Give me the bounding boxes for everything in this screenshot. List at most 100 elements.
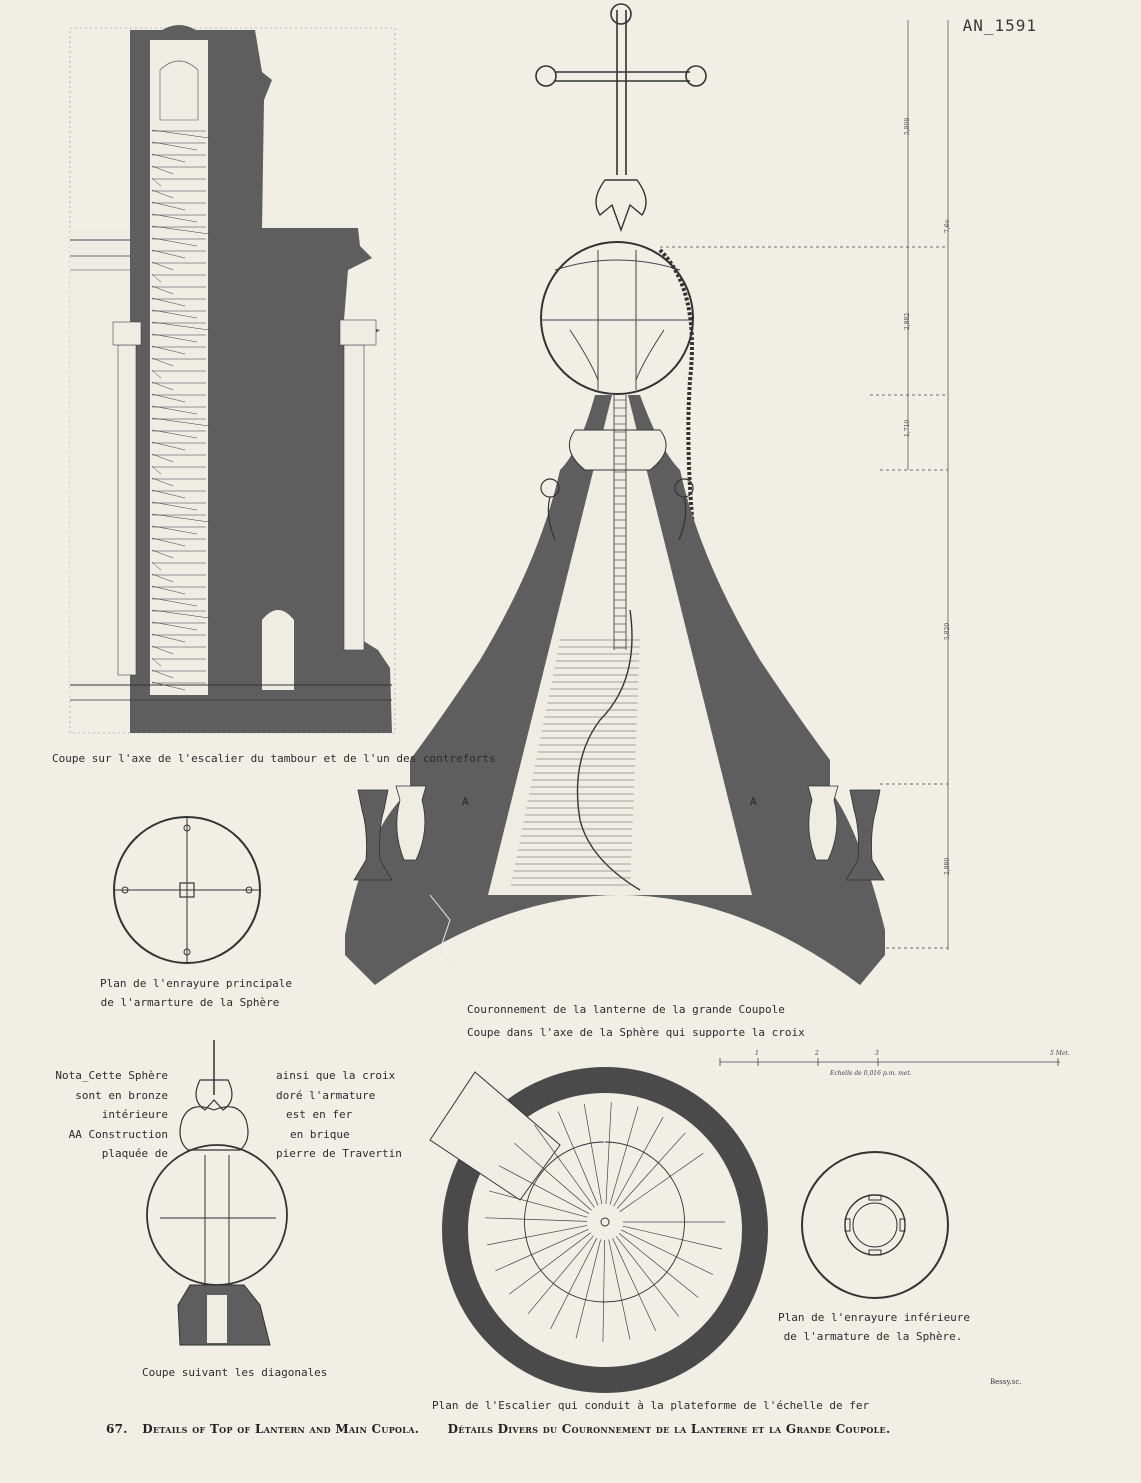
drawing-stroke xyxy=(615,1235,680,1317)
drawing-stroke xyxy=(151,417,210,427)
drawing-stroke xyxy=(151,165,174,175)
drawing-stroke xyxy=(613,1116,664,1207)
drawing-stroke xyxy=(151,501,198,511)
drawing-stroke xyxy=(616,1132,686,1209)
label-drum-stair-section: Coupe sur l'axe de l'escalier du tambour… xyxy=(52,752,496,765)
dimension-label: 5,820 xyxy=(944,622,951,640)
drum-stair-section xyxy=(69,25,396,734)
drawing-stroke xyxy=(622,1225,723,1250)
label-stair-plan: Plan de l'Escalier qui conduit à la plat… xyxy=(432,1399,870,1412)
scale-tick-label: 3 xyxy=(875,1050,879,1057)
nota-right-line: est en fer xyxy=(286,1108,353,1121)
drawing-stroke xyxy=(608,1239,631,1340)
label-lantern-crown-line1: Couronnement de la lanterne de la grande… xyxy=(467,1003,785,1016)
drawing-stroke xyxy=(151,645,174,655)
drawing-stroke xyxy=(619,1152,704,1212)
scale-tick-label: 1 xyxy=(755,1050,759,1057)
dimension-label: 7,6o xyxy=(944,219,951,233)
plan-stair-treads xyxy=(485,1102,725,1342)
drawing-stroke xyxy=(488,1190,588,1218)
caption-english: Details of Top of Lantern and Main Cupol… xyxy=(142,1422,420,1436)
spiral-stair-lines xyxy=(151,129,210,691)
nota-left-line: intérieure xyxy=(101,1108,168,1121)
drawing-stroke xyxy=(605,1102,612,1205)
drawing-stroke xyxy=(151,177,162,187)
drawing-stroke xyxy=(498,1165,590,1214)
caption-number: 67. xyxy=(106,1422,128,1436)
drawing-stroke xyxy=(151,213,198,223)
drawing-stroke xyxy=(151,357,174,367)
drawing-stroke xyxy=(151,669,174,679)
drawing-stroke xyxy=(151,309,198,319)
drawing-stroke xyxy=(151,633,186,643)
drawing-stroke xyxy=(151,513,210,523)
drawing-stroke xyxy=(151,321,210,331)
drawing-stroke xyxy=(151,429,198,439)
drawing-stroke xyxy=(151,201,186,211)
nota-right-line: ainsi que la croix xyxy=(276,1069,396,1082)
label-letter-a-left: A xyxy=(462,795,469,808)
drawing-stroke xyxy=(151,237,198,247)
drawing-stroke xyxy=(151,549,174,559)
nota-right-line: doré l'armature xyxy=(276,1088,376,1102)
drawing-stroke xyxy=(487,1225,588,1246)
drawing-stroke xyxy=(618,1233,699,1298)
drawing-stroke xyxy=(151,405,198,415)
drawing-stroke xyxy=(151,225,210,235)
nota-right-column: ainsi que la croix doré l'armature est e… xyxy=(276,1066,402,1164)
drawing-stroke xyxy=(151,597,198,607)
label-diagonal-section: Coupe suivant les diagonales xyxy=(142,1366,328,1379)
caption-french: Détails Divers du Couronnement de la Lan… xyxy=(447,1422,891,1436)
dimension-label: 1,710 xyxy=(904,419,911,437)
drawing-stroke xyxy=(151,369,162,379)
drawing-stroke xyxy=(151,393,186,403)
scale-tick-label: 5 Met. xyxy=(1050,1050,1070,1057)
drawing-stroke xyxy=(151,381,174,391)
drawing-stroke xyxy=(575,1239,601,1339)
drawing-stroke xyxy=(151,477,174,487)
dimension-label: 2,880 xyxy=(944,857,951,875)
ladder-rungs xyxy=(614,399,626,649)
drawing-stroke xyxy=(609,1106,639,1205)
drawing-stroke xyxy=(151,609,210,619)
nota-right-line: pierre de Travertin xyxy=(276,1147,402,1160)
drawing-stroke xyxy=(151,285,174,295)
stair-plan xyxy=(429,1067,768,1393)
dimension-label: 2,882 xyxy=(904,312,911,330)
drawing-stroke xyxy=(151,681,186,691)
drawing-stroke xyxy=(534,1124,595,1208)
nota-left-column: Nota_Cette Sphère sont en bronze intérie… xyxy=(54,1066,168,1164)
nota-left-line: plaquée de xyxy=(101,1147,168,1160)
drawing-stroke xyxy=(151,441,186,451)
drawing-stroke xyxy=(557,1111,599,1206)
drawing-stroke xyxy=(495,1229,589,1272)
drawing-stroke xyxy=(151,273,162,283)
cone-stair-treads xyxy=(511,639,640,886)
drawing-stroke xyxy=(151,561,162,571)
label-lantern-crown-line2: Coupe dans l'axe de la Sphère qui suppor… xyxy=(467,1026,805,1039)
nota-left-line: AA Construction xyxy=(68,1127,168,1141)
drawing-stroke xyxy=(151,453,174,463)
drawing-stroke xyxy=(514,1143,592,1211)
drawing-stroke xyxy=(508,1232,591,1295)
scale-caption: Echelle de 0,016 p.m. met. xyxy=(830,1070,912,1077)
drawing-stroke xyxy=(151,585,186,595)
label-main-armature-plan-line2: de l'armarture de la Sphère xyxy=(100,996,280,1009)
plate-number: AN_1591 xyxy=(962,16,1037,35)
drawing-stroke xyxy=(151,525,198,535)
drawing-stroke xyxy=(151,537,186,547)
lantern-crown-section xyxy=(345,3,885,985)
label-letter-a-right: A xyxy=(750,795,757,808)
drawing-stroke xyxy=(151,153,186,163)
drawing-stroke xyxy=(612,1238,657,1331)
drawing-stroke xyxy=(151,249,186,259)
label-main-armature-plan-line1: Plan de l'enrayure principale xyxy=(100,977,293,990)
drawing-stroke xyxy=(151,465,162,475)
sphere-diagonal-section xyxy=(146,1040,288,1346)
drawing-stroke xyxy=(151,621,198,631)
drawing-stroke xyxy=(151,333,198,343)
label-lower-armature-plan-line1: Plan de l'enrayure inférieure xyxy=(778,1311,971,1324)
lower-armature-plan xyxy=(801,1151,949,1299)
drawing-stroke xyxy=(151,657,162,667)
